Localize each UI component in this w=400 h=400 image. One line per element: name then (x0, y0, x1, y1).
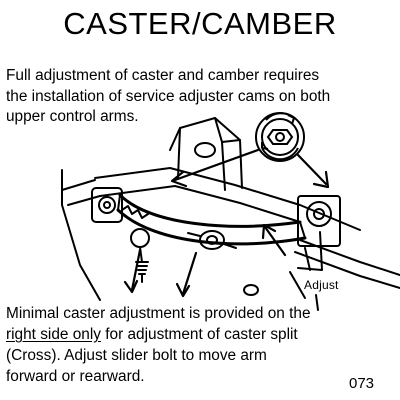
outro-line: (Cross). Adjust slider bolt to move arm (6, 347, 267, 364)
intro-line: Full adjustment of caster and camber req… (6, 67, 320, 84)
outro-paragraph: Minimal caster adjustment is provided on… (6, 303, 398, 387)
page-number: 073 (349, 375, 375, 392)
outro-line: right side only for adjustment of caster… (6, 324, 398, 345)
outro-line-rest: for adjustment of caster split (100, 326, 298, 343)
intro-line: the installation of service adjuster cam… (6, 87, 331, 105)
adjust-callout-label: Adjust (304, 278, 339, 292)
underlined-text: right side only (6, 326, 101, 343)
outro-line: forward or rearward. (6, 368, 145, 385)
page-title: CASTER/CAMBER (63, 6, 337, 41)
intro-line: upper control arms. (6, 108, 139, 125)
intro-paragraph: Full adjustment of caster and camber req… (6, 66, 398, 128)
outro-line: Minimal caster adjustment is provided on… (6, 305, 311, 322)
adjuster-cam-icon (255, 112, 305, 162)
